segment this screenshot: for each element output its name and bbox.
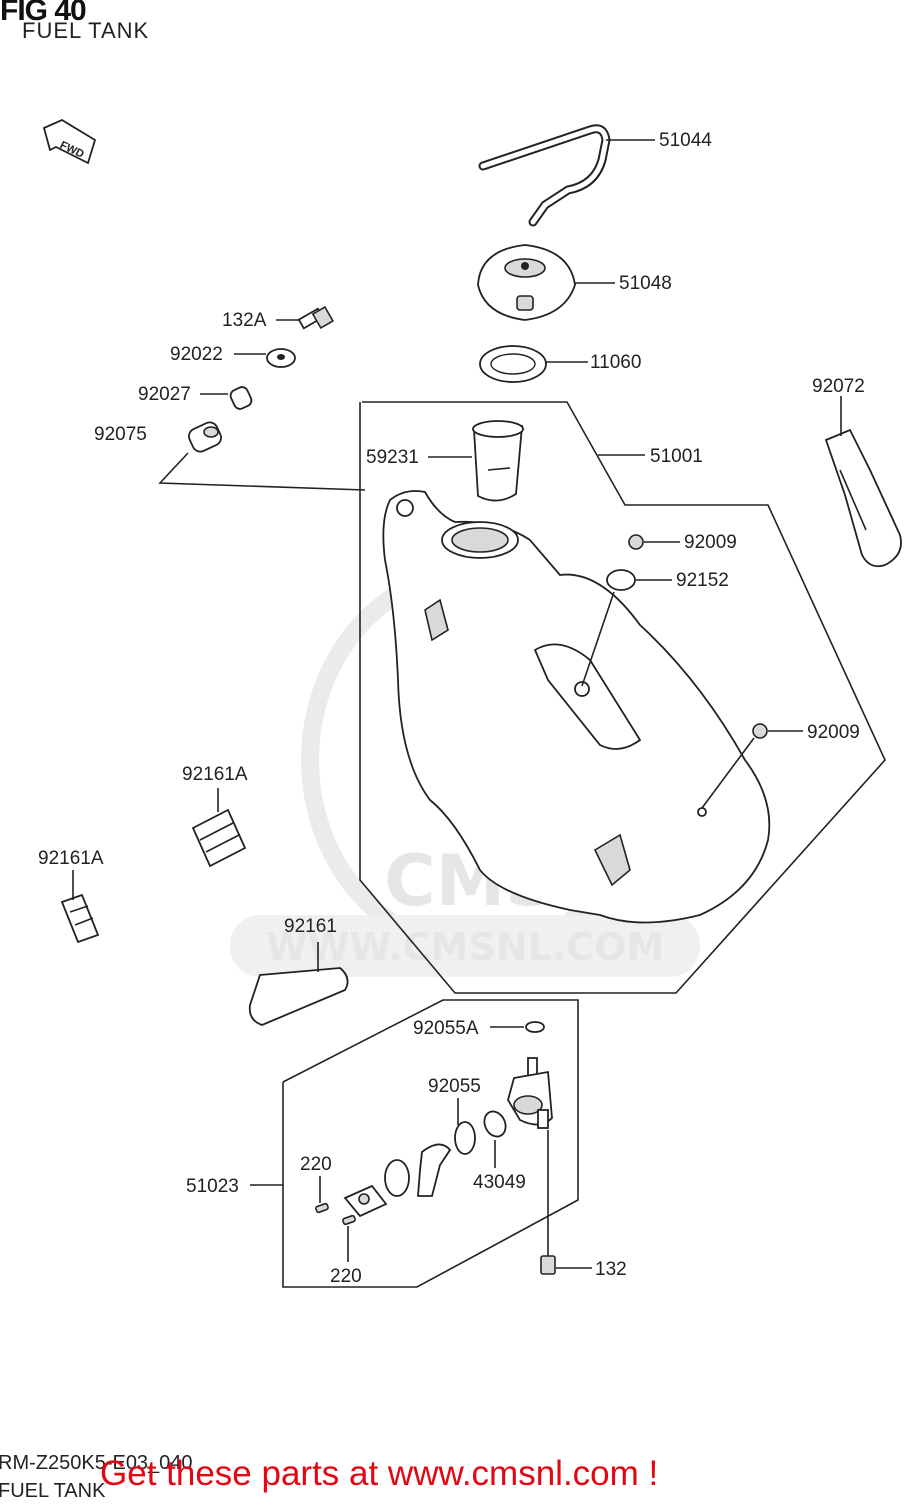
pad-92161a-upper — [191, 808, 247, 868]
figure-subtitle: FUEL TANK — [22, 18, 150, 43]
assembly-outline-51001 — [359, 401, 886, 994]
diaphragm-43049 — [483, 1110, 507, 1138]
fuel-cock-body — [507, 1057, 553, 1129]
bolt-92009-b — [752, 723, 768, 739]
strap-92072 — [824, 428, 902, 568]
callout-92161: 92161 — [284, 916, 337, 937]
callout-59231: 59231 — [366, 447, 419, 468]
breather-hose-51044 — [478, 124, 611, 227]
callout-51001: 51001 — [650, 446, 703, 467]
gasket-11060 — [479, 345, 547, 383]
pad-92161 — [248, 967, 349, 1026]
pad-92161a-lower — [60, 893, 100, 944]
assembly-outline-51023 — [282, 999, 579, 1288]
callout-92161a-upper: 92161A — [182, 764, 248, 785]
promo-link[interactable]: Get these parts at www.cmsnl.com ! — [100, 1454, 659, 1493]
callout-92027: 92027 — [138, 384, 191, 405]
bolt-132a — [297, 305, 335, 330]
grommet-92075 — [188, 421, 222, 453]
footer-subtitle: FUEL TANK — [0, 1480, 106, 1502]
fuel-cock-lever — [384, 1143, 452, 1197]
screw-220-upper — [315, 1202, 329, 1214]
callout-92072: 92072 — [812, 376, 865, 397]
watermark-url-text: WWW.CMSNL.COM — [266, 925, 665, 969]
callout-51023: 51023 — [186, 1176, 239, 1197]
callout-132: 132 — [595, 1259, 627, 1280]
callout-51044: 51044 — [659, 130, 712, 151]
callout-220-upper: 220 — [300, 1154, 332, 1175]
callout-11060: 11060 — [590, 352, 641, 373]
callout-220-lower: 220 — [330, 1266, 362, 1287]
screw-220-lower — [342, 1214, 356, 1226]
figure-number: FIG 40 — [0, 0, 87, 27]
callout-43049: 43049 — [473, 1172, 526, 1193]
plate-fuel-cock — [343, 1184, 388, 1218]
oring-92055 — [454, 1121, 476, 1155]
callout-92161a-lower: 92161A — [38, 848, 104, 869]
washer-92022 — [266, 348, 296, 368]
callout-92009-b: 92009 — [807, 722, 860, 743]
fuel-tank-51001 — [382, 490, 771, 924]
fuel-cap-51048 — [477, 244, 576, 321]
callout-51048: 51048 — [619, 273, 672, 294]
callout-92152: 92152 — [676, 570, 729, 591]
footer-model-code: RM-Z250K5-E03_040 — [0, 1452, 193, 1474]
bolt-92009-a — [628, 534, 644, 550]
bolt-132 — [540, 1130, 556, 1275]
callout-132a: 132A — [222, 310, 267, 331]
callout-92009-a: 92009 — [684, 532, 737, 553]
callout-92075: 92075 — [94, 424, 147, 445]
fwd-arrow-icon: FWD — [42, 118, 97, 165]
collar-92027 — [229, 386, 253, 410]
fuel-filter-59231 — [472, 420, 524, 502]
callout-92055: 92055 — [428, 1076, 481, 1097]
callout-92055a: 92055A — [413, 1018, 479, 1039]
cushion-92152 — [606, 569, 636, 591]
oring-92055a — [525, 1021, 545, 1033]
callout-92022: 92022 — [170, 344, 223, 365]
